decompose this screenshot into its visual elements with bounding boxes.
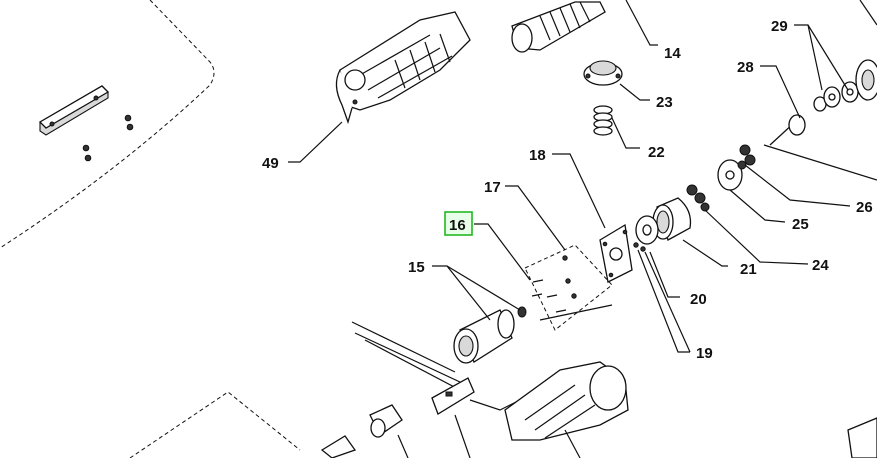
wire-harness [351,304,613,411]
bracket-plate [38,85,110,136]
callout-28: 28 [737,59,754,76]
callout-20: 20 [690,291,707,308]
callout-14: 14 [664,45,681,62]
subassembly-outline-bottom-left [129,391,301,458]
callout-21: 21 [740,261,757,278]
spring [593,105,613,136]
subassembly-outline-top-left [0,0,215,249]
tube-with-coil [511,1,606,53]
shaft-and-washers [769,59,877,146]
callout-16[interactable]: 16 [449,217,466,234]
washer [635,215,659,245]
pins [633,242,646,252]
leader-lines [288,0,877,458]
edge-part-right [847,417,877,458]
bracket-screws [531,255,577,313]
fitting [517,306,527,318]
callout-23: 23 [656,94,673,111]
callout-17: 17 [484,179,501,196]
planet-gears-small [737,144,756,170]
callout-24: 24 [812,257,829,274]
terminal-block [320,435,357,458]
cap-part [583,60,623,86]
switch-board [431,377,475,415]
planet-gears [686,184,710,212]
callout-19: 19 [696,345,713,362]
ring-gear [652,197,692,241]
callout-22: 22 [648,144,665,161]
lower-housing [504,361,629,441]
mounting-plate [599,223,633,283]
callout-49: 49 [262,155,279,172]
callout-15: 15 [408,259,425,276]
callout-26: 26 [856,199,873,216]
motor [453,309,515,364]
callout-29: 29 [771,18,788,35]
housing-half [335,11,471,125]
callout-18: 18 [529,147,546,164]
callout-25: 25 [792,216,809,233]
screws-group [82,114,134,162]
callout-16-highlight [444,211,473,236]
connector [369,404,403,438]
subassembly-outline-motor-bracket [524,244,613,331]
